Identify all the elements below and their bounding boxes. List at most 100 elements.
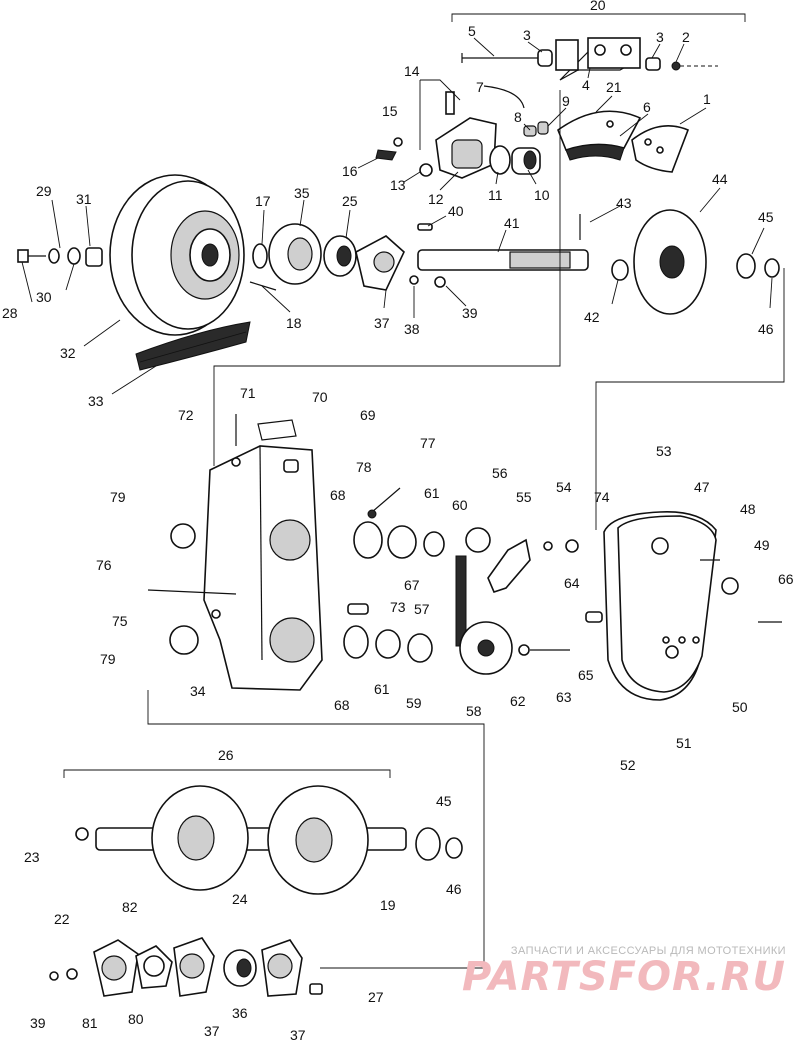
brake-shaft-and-disc (213, 90, 785, 530)
part-label-28: 28 (2, 305, 18, 321)
part-label-54: 54 (556, 479, 572, 495)
part-label-43: 43 (616, 195, 632, 211)
part-label-30: 30 (36, 289, 52, 305)
part-label-74: 74 (594, 489, 610, 505)
part-label-70: 70 (312, 389, 328, 405)
part-label-77: 77 (420, 435, 436, 451)
part-label-67: 67 (404, 577, 420, 593)
part-label-8: 8 (514, 109, 522, 125)
part-label-52: 52 (620, 757, 636, 773)
part-label-37: 37 (290, 1027, 306, 1043)
part-label-66: 66 (778, 571, 794, 587)
part-label-37: 37 (204, 1023, 220, 1039)
part-label-29: 29 (36, 183, 52, 199)
part-label-63: 63 (556, 689, 572, 705)
part-label-31: 31 (76, 191, 92, 207)
part-label-46: 46 (758, 321, 774, 337)
part-label-81: 81 (82, 1015, 98, 1031)
part-label-51: 51 (676, 735, 692, 751)
part-label-15: 15 (382, 103, 398, 119)
watermark-logo: PARTSFOR.RU (461, 954, 786, 1000)
part-label-39: 39 (30, 1015, 46, 1031)
part-label-64: 64 (564, 575, 580, 591)
part-label-21: 21 (606, 79, 622, 95)
part-label-79: 79 (110, 489, 126, 505)
part-label-35: 35 (294, 185, 310, 201)
part-label-13: 13 (390, 177, 406, 193)
part-label-45: 45 (436, 793, 452, 809)
part-label-36: 36 (232, 1005, 248, 1021)
part-label-72: 72 (178, 407, 194, 423)
driveshaft-assembly (63, 690, 485, 969)
pulley-bolt-parts (17, 247, 103, 267)
part-label-62: 62 (510, 693, 526, 709)
part-label-57: 57 (414, 601, 430, 617)
part-label-22: 22 (54, 911, 70, 927)
watermark-caption: ЗАПЧАСТИ И АКСЕССУАРЫ ДЛЯ МОТОТЕХНИКИ (510, 945, 786, 957)
part-label-80: 80 (128, 1011, 144, 1027)
part-label-38: 38 (404, 321, 420, 337)
chaincase-housing (147, 414, 369, 691)
brake-pads (557, 110, 690, 173)
part-label-26: 26 (218, 747, 234, 763)
part-label-6: 6 (643, 99, 651, 115)
part-label-61: 61 (374, 681, 390, 697)
part-label-48: 48 (740, 501, 756, 517)
chaincase-cover (603, 511, 782, 701)
part-label-33: 33 (88, 393, 104, 409)
part-label-61: 61 (424, 485, 440, 501)
part-label-46: 46 (446, 881, 462, 897)
part-label-17: 17 (255, 193, 271, 209)
part-label-14: 14 (404, 63, 420, 79)
part-label-75: 75 (112, 613, 128, 629)
part-label-59: 59 (406, 695, 422, 711)
part-label-9: 9 (562, 93, 570, 109)
part-label-68: 68 (334, 697, 350, 713)
part-label-45: 45 (758, 209, 774, 225)
part-label-23: 23 (24, 849, 40, 865)
part-label-7: 7 (476, 79, 484, 95)
part-label-65: 65 (578, 667, 594, 683)
part-label-42: 42 (584, 309, 600, 325)
leader-lines (21, 37, 773, 395)
part-label-41: 41 (504, 215, 520, 231)
part-label-20: 20 (590, 0, 606, 13)
bearing-housings (49, 937, 323, 997)
part-label-69: 69 (360, 407, 376, 423)
part-label-4: 4 (582, 77, 590, 93)
part-label-79: 79 (100, 651, 116, 667)
part-label-40: 40 (448, 203, 464, 219)
part-label-11: 11 (488, 187, 503, 203)
part-label-73: 73 (390, 599, 406, 615)
part-label-5: 5 (468, 23, 476, 39)
part-label-56: 56 (492, 465, 508, 481)
part-label-71: 71 (240, 385, 256, 401)
part-label-68: 68 (330, 487, 346, 503)
chain-drive-parts (343, 487, 603, 675)
part-label-3: 3 (656, 29, 664, 45)
part-label-27: 27 (368, 989, 384, 1005)
part-label-2: 2 (682, 29, 690, 45)
part-label-58: 58 (466, 703, 482, 719)
part-label-32: 32 (60, 345, 76, 361)
part-label-60: 60 (452, 497, 468, 513)
part-label-3: 3 (523, 27, 531, 43)
part-label-76: 76 (96, 557, 112, 573)
part-label-53: 53 (656, 443, 672, 459)
part-label-18: 18 (286, 315, 302, 331)
drive-pulley (109, 174, 251, 371)
part-label-50: 50 (732, 699, 748, 715)
part-label-49: 49 (754, 537, 770, 553)
part-label-55: 55 (516, 489, 532, 505)
part-label-16: 16 (342, 163, 358, 179)
part-label-82: 82 (122, 899, 138, 915)
caliper-assembly (375, 79, 549, 179)
part-label-37: 37 (374, 315, 390, 331)
part-label-10: 10 (534, 187, 550, 203)
part-label-24: 24 (232, 891, 248, 907)
part-label-25: 25 (342, 193, 358, 209)
part-label-44: 44 (712, 171, 728, 187)
